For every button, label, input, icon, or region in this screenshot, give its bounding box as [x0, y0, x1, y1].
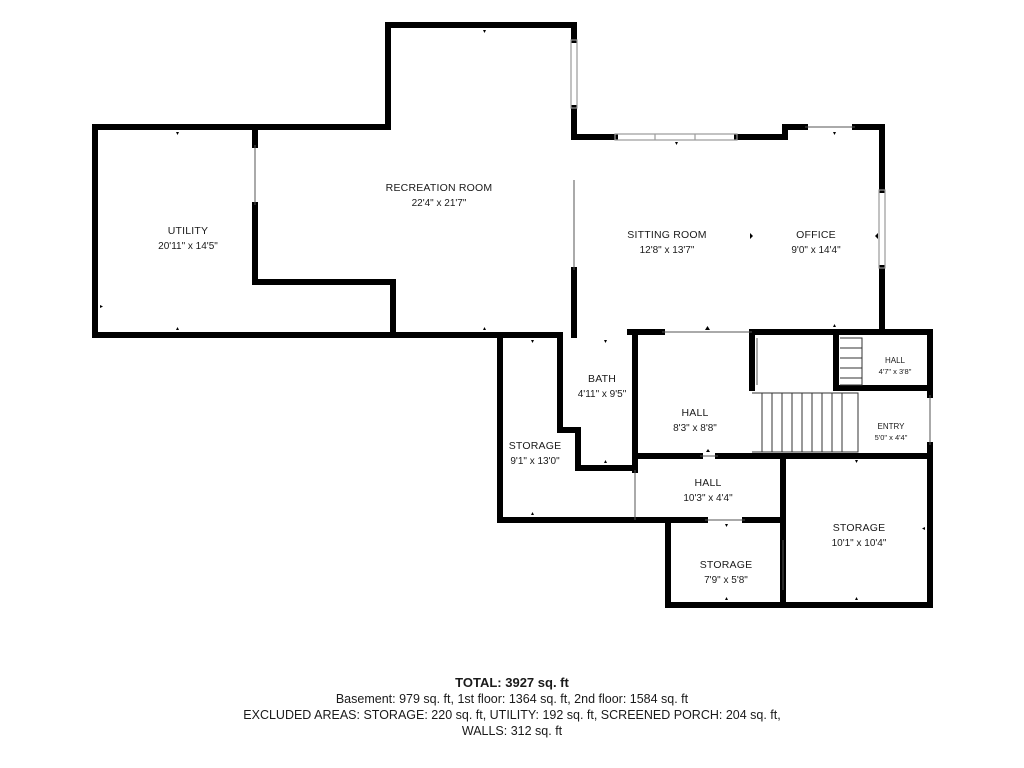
- wall-outer-left: [92, 124, 503, 338]
- room-name: STORAGE: [700, 559, 753, 571]
- room-storage-right: STORAGE 10'1" x 10'4": [832, 522, 887, 549]
- window-rec-right: [570, 39, 578, 109]
- room-office: OFFICE 9'0" x 14'4": [791, 229, 841, 256]
- room-dims: 20'11" x 14'5": [158, 241, 218, 252]
- room-dims: 4'7" x 3'8": [879, 367, 912, 376]
- room-dims: 8'3" x 8'8": [673, 423, 717, 434]
- room-entry: ENTRY 5'0" x 4'4": [875, 422, 908, 442]
- stairs: [752, 337, 863, 453]
- room-utility: UTILITY 20'11" x 14'5": [158, 225, 218, 252]
- wall-top-utility: [92, 22, 577, 130]
- room-name: ENTRY: [878, 422, 906, 431]
- room-dims: 7'9" x 5'8": [704, 575, 748, 586]
- window-sitting-top: [614, 133, 738, 141]
- wall-stor-small-left: [665, 517, 933, 608]
- room-storage-small: STORAGE 7'9" x 5'8": [700, 559, 753, 586]
- area-summary: TOTAL: 3927 sq. ft Basement: 979 sq. ft,…: [0, 675, 1024, 739]
- room-name: HALL: [885, 356, 906, 365]
- room-dims: 9'1" x 13'0": [510, 456, 560, 467]
- walls: [92, 22, 933, 608]
- room-bath: BATH 4'11" x 9'5": [578, 373, 627, 400]
- room-recreation: RECREATION ROOM 22'4" x 21'7": [386, 182, 493, 209]
- wall-hall-small: [833, 332, 928, 391]
- total-area: TOTAL: 3927 sq. ft: [455, 675, 569, 690]
- room-name: SITTING ROOM: [627, 229, 706, 241]
- wall-top-sitting: [734, 124, 808, 140]
- room-name: HALL: [694, 477, 721, 489]
- room-dims: 10'3" x 4'4": [683, 493, 733, 504]
- room-hall-center: HALL 8'3" x 8'8": [673, 407, 717, 434]
- room-name: BATH: [588, 373, 616, 385]
- room-name: HALL: [681, 407, 708, 419]
- walls-area: WALLS: 312 sq. ft: [461, 724, 563, 738]
- room-dims: 9'0" x 14'4": [791, 245, 841, 256]
- wall-top-office: [852, 124, 885, 193]
- room-dims: 5'0" x 4'4": [875, 433, 908, 442]
- wall-rec-right-upper: [571, 105, 618, 140]
- room-storage-left: STORAGE 9'1" x 13'0": [509, 440, 562, 467]
- room-hall-small: HALL 4'7" x 3'8": [879, 356, 912, 376]
- room-name: UTILITY: [168, 225, 209, 237]
- doors: [254, 126, 931, 590]
- floor-areas: Basement: 979 sq. ft, 1st floor: 1364 sq…: [335, 692, 689, 706]
- room-dims: 10'1" x 10'4": [832, 538, 887, 549]
- excluded-areas: EXCLUDED AREAS: STORAGE: 220 sq. ft, UTI…: [243, 708, 781, 722]
- windows: [570, 39, 886, 269]
- room-dims: 12'8" x 13'7": [640, 245, 695, 256]
- room-name: STORAGE: [833, 522, 886, 534]
- room-dims: 4'11" x 9'5": [578, 389, 627, 400]
- room-dims: 22'4" x 21'7": [412, 198, 467, 209]
- room-name: RECREATION ROOM: [386, 182, 493, 194]
- room-name: STORAGE: [509, 440, 562, 452]
- floor-plan: UTILITY 20'11" x 14'5" RECREATION ROOM 2…: [92, 22, 933, 608]
- wall-divider-utility-2: [252, 202, 396, 335]
- room-sitting: SITTING ROOM 12'8" x 13'7": [627, 229, 706, 256]
- window-office-right: [878, 189, 886, 269]
- room-name: OFFICE: [796, 229, 836, 241]
- room-hall-lower: HALL 10'3" x 4'4": [683, 477, 733, 504]
- wall-bath-left: [557, 332, 638, 471]
- wall-top-stairs: [749, 329, 933, 398]
- dimension-markers: [100, 30, 925, 600]
- wall-mid-horizontal: [497, 332, 638, 523]
